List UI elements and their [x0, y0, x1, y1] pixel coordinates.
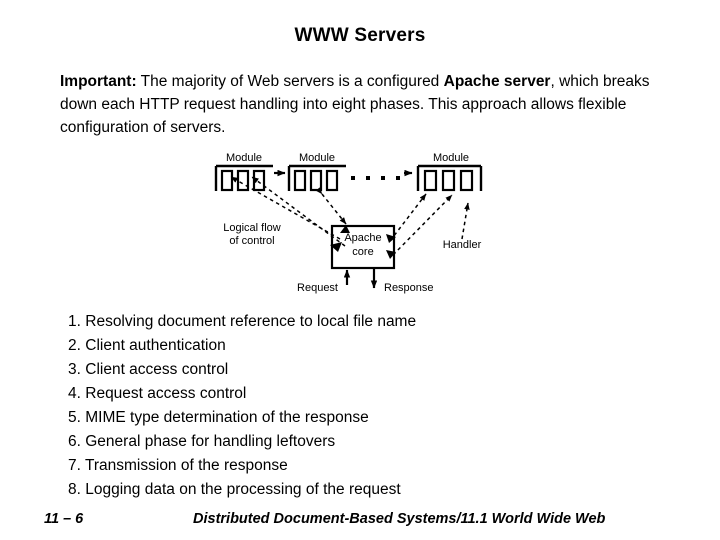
footer-page-number: 11 – 6	[44, 511, 84, 527]
list-item: 3. Client access control	[68, 358, 668, 382]
list-item: 5. MIME type determination of the respon…	[68, 406, 668, 430]
intro-paragraph: Important: The majority of Web servers i…	[60, 70, 660, 139]
phase-number: 6.	[68, 433, 81, 450]
list-item: 8. Logging data on the processing of the…	[68, 478, 668, 502]
flow-arrow-core-to-module1-b	[251, 176, 346, 247]
list-item: 4. Request access control	[68, 382, 668, 406]
phase-text: Resolving document reference to local fi…	[85, 313, 417, 330]
phase-number: 2.	[68, 337, 81, 354]
handler-label: Handler	[443, 239, 482, 251]
flow-arrowheads-into-core	[330, 225, 396, 259]
phase-text: Logging data on the processing of the re…	[85, 481, 401, 498]
phase-text: MIME type determination of the response	[85, 409, 369, 426]
phase-number: 4.	[68, 385, 81, 402]
phase-number: 3.	[68, 361, 81, 378]
module-label-3: Module	[433, 152, 469, 164]
handler-pointer	[461, 202, 470, 240]
intro-emphasis: Apache server	[443, 73, 551, 90]
list-item: 7. Transmission of the response	[68, 454, 668, 478]
phase-text: General phase for handling leftovers	[85, 433, 336, 450]
list-item: 1. Resolving document reference to local…	[68, 310, 668, 334]
flow-arrow-module2-to-core	[315, 187, 347, 225]
flow-arrow-core-to-module3-b	[392, 194, 453, 256]
apache-core-line-1: Apache	[344, 232, 381, 244]
ellipsis-dots	[351, 176, 400, 180]
phase-number: 7.	[68, 457, 81, 474]
flow-arrow-core-to-module3-a	[389, 193, 427, 242]
module-group-1	[214, 164, 273, 192]
phase-number: 5.	[68, 409, 81, 426]
flow-label-line-2: of control	[229, 235, 274, 247]
request-label: Request	[297, 282, 338, 294]
phase-text: Client authentication	[85, 337, 226, 354]
flow-label-line-1: Logical flow	[223, 222, 281, 234]
slide-footer: 11 – 6 Distributed Document-Based System…	[0, 511, 720, 535]
list-item: 6. General phase for handling leftovers	[68, 430, 668, 454]
intro-text-1: The majority of Web servers is a configu…	[136, 73, 444, 90]
phase-text: Request access control	[85, 385, 247, 402]
module-group-3	[416, 164, 483, 192]
module-label-1: Module	[226, 152, 262, 164]
intro-text-2: , which breaks down each HTTP request ha…	[60, 73, 650, 136]
module-label-2: Module	[299, 152, 335, 164]
apache-core-box	[330, 224, 396, 270]
phase-number: 1.	[68, 313, 81, 330]
intro-lead: Important:	[60, 73, 137, 90]
module-group-2	[287, 164, 346, 192]
footer-title: Distributed Document-Based Systems/11.1 …	[193, 511, 606, 527]
apache-architecture-diagram: Module Module	[190, 145, 510, 300]
apache-core-line-2: core	[352, 246, 373, 258]
page-title: WWW Servers	[294, 25, 426, 46]
response-label: Response	[384, 282, 434, 294]
phase-number: 8.	[68, 481, 81, 498]
phase-text: Transmission of the response	[84, 457, 288, 474]
phase-list: 1. Resolving document reference to local…	[68, 310, 668, 502]
list-item: 2. Client authentication	[68, 334, 668, 358]
phase-text: Client access control	[85, 361, 229, 378]
